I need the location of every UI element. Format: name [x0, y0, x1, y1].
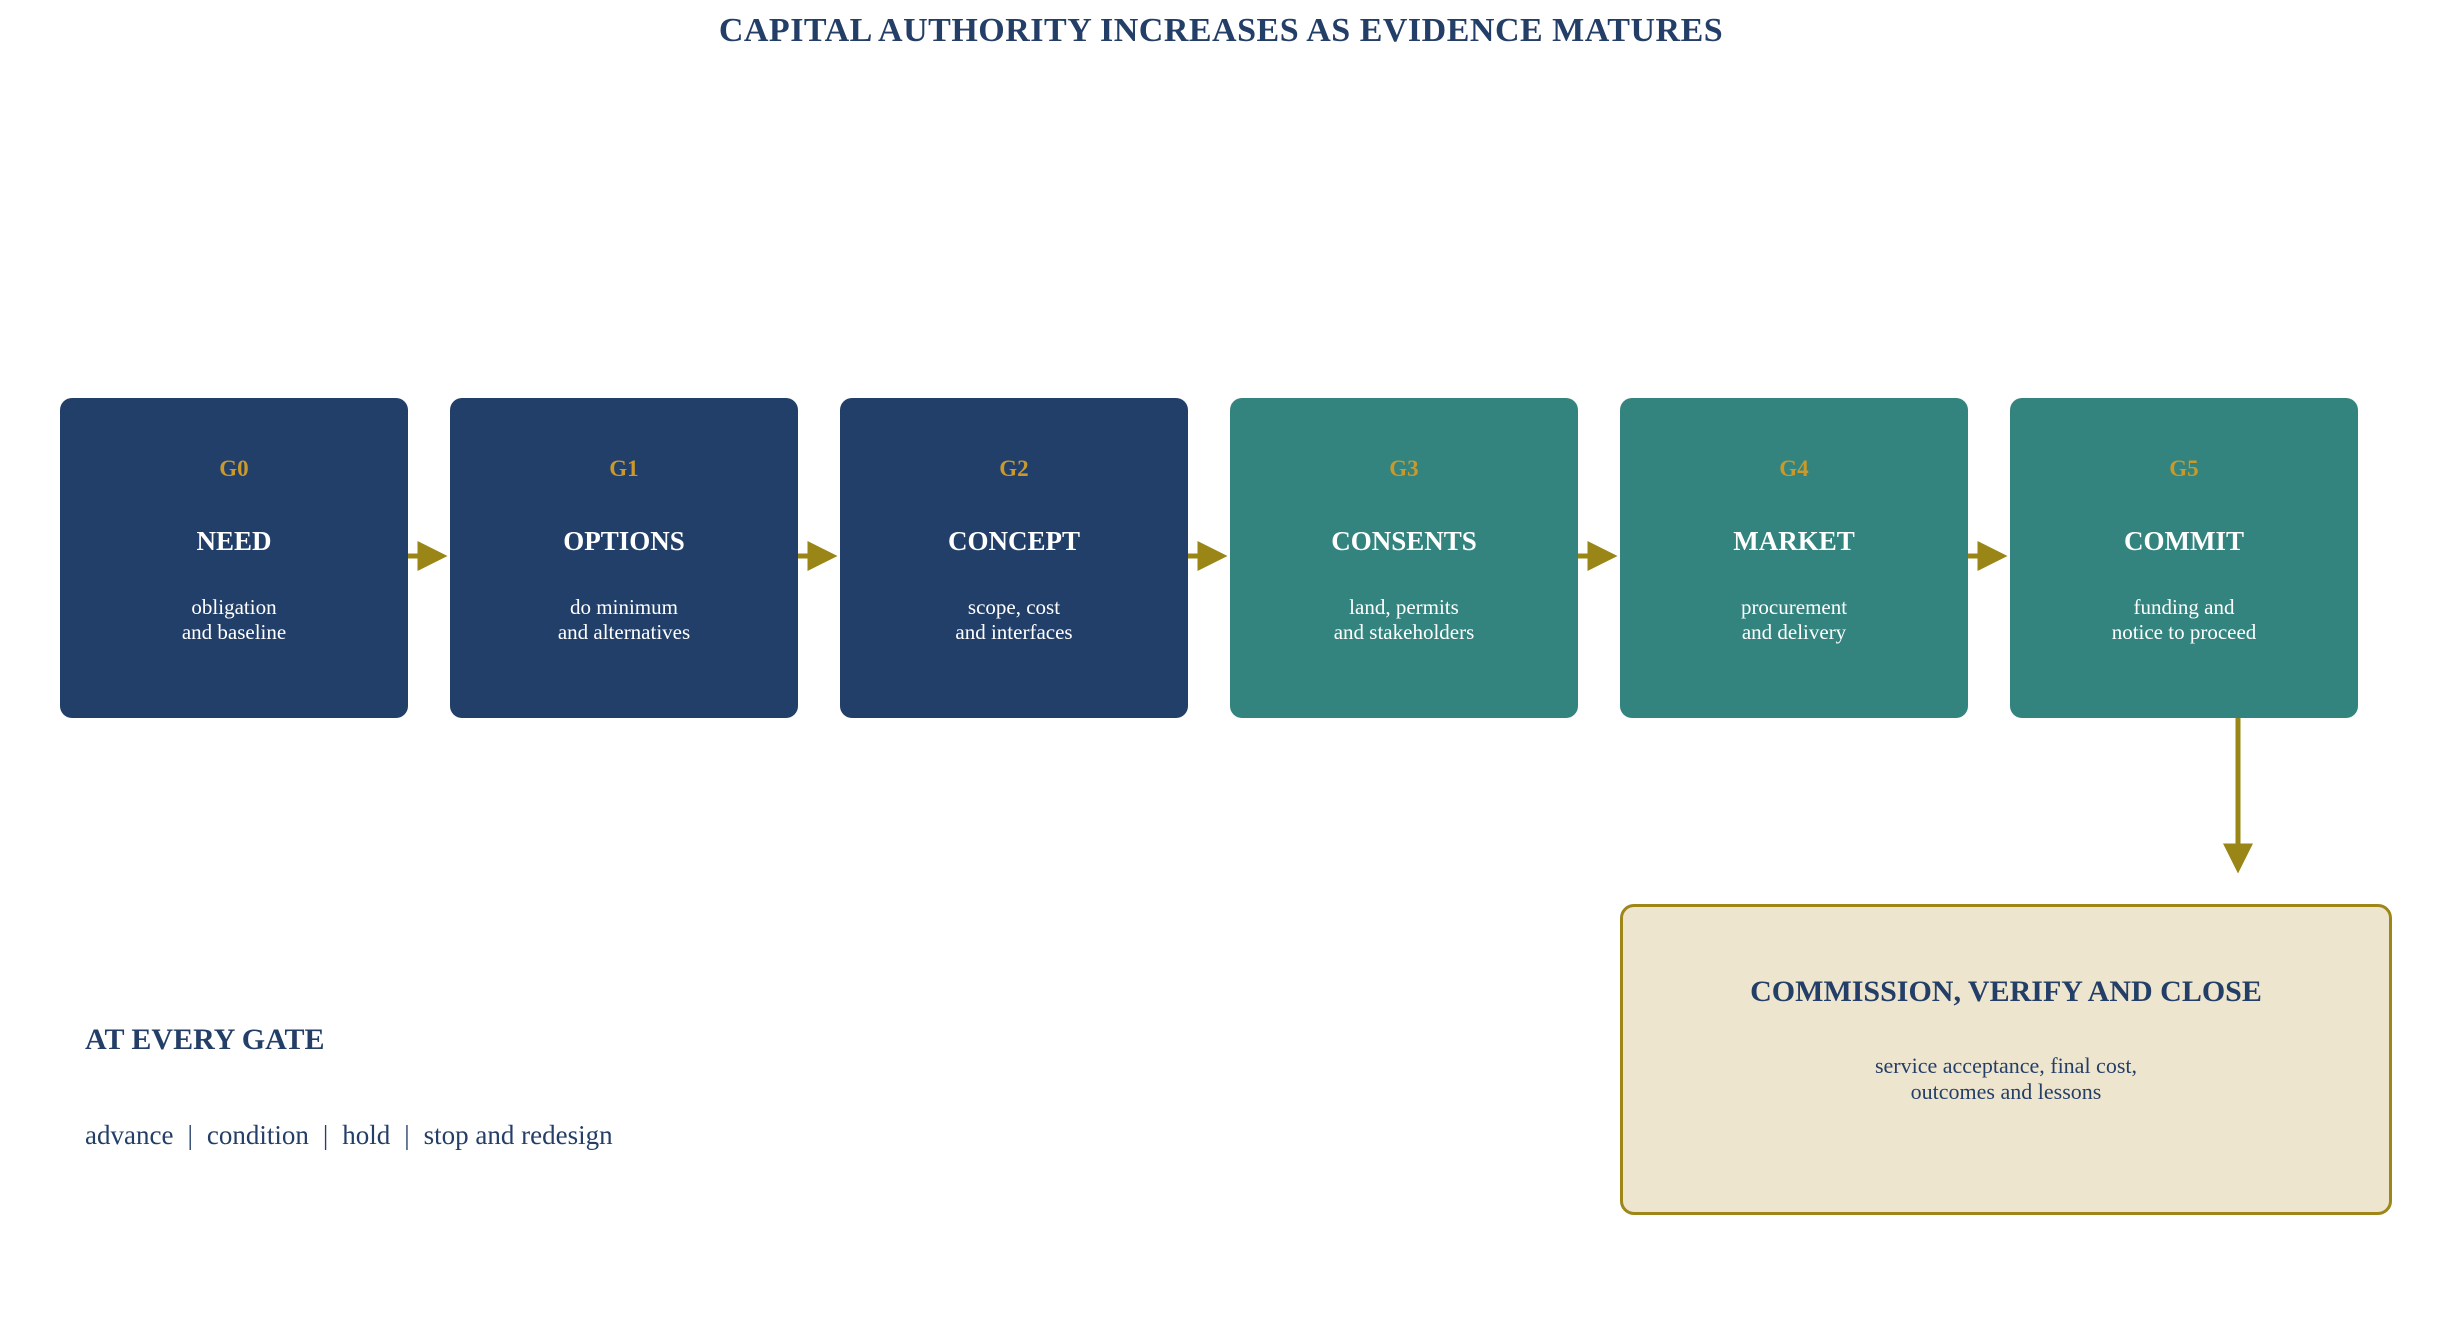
outcome-advance: advance — [85, 1120, 174, 1150]
outcome-separator: | — [322, 1120, 329, 1150]
stage-name: MARKET — [1733, 526, 1855, 556]
outcome-separator: | — [404, 1120, 410, 1150]
gate-label: G4 — [1779, 456, 1809, 481]
stage-name: CONCEPT — [947, 526, 1080, 556]
gate-label: G5 — [2169, 456, 2199, 481]
commission-close-title: COMMISSION, VERIFY AND CLOSE — [1750, 975, 2262, 1008]
stage-name: COMMIT — [2124, 526, 2244, 556]
gate-label: G2 — [999, 456, 1029, 481]
diagram-title: CAPITAL AUTHORITY INCREASES AS EVIDENCE … — [718, 12, 1724, 49]
outcome-stop-and-redesign: stop and redesign — [423, 1120, 613, 1150]
stage-name: NEED — [196, 526, 272, 556]
commission-close-box: COMMISSION, VERIFY AND CLOSE service acc… — [1620, 904, 2392, 1215]
outcome-condition: condition — [206, 1120, 309, 1150]
commission-close-description: service acceptance, final cost,outcomes … — [1874, 1053, 2137, 1104]
stage-name: OPTIONS — [563, 526, 685, 556]
gate-label: G1 — [609, 456, 639, 481]
gate-outcomes: advance | condition | hold | stop and redesign — [85, 1120, 613, 1151]
stage-name: CONSENTS — [1331, 526, 1477, 556]
gate-label: G3 — [1389, 456, 1419, 481]
outcome-hold: hold — [342, 1120, 391, 1150]
outcome-separator: | — [187, 1120, 193, 1150]
gate-label: G0 — [219, 456, 249, 481]
every-gate-heading: AT EVERY GATE — [85, 1023, 325, 1056]
